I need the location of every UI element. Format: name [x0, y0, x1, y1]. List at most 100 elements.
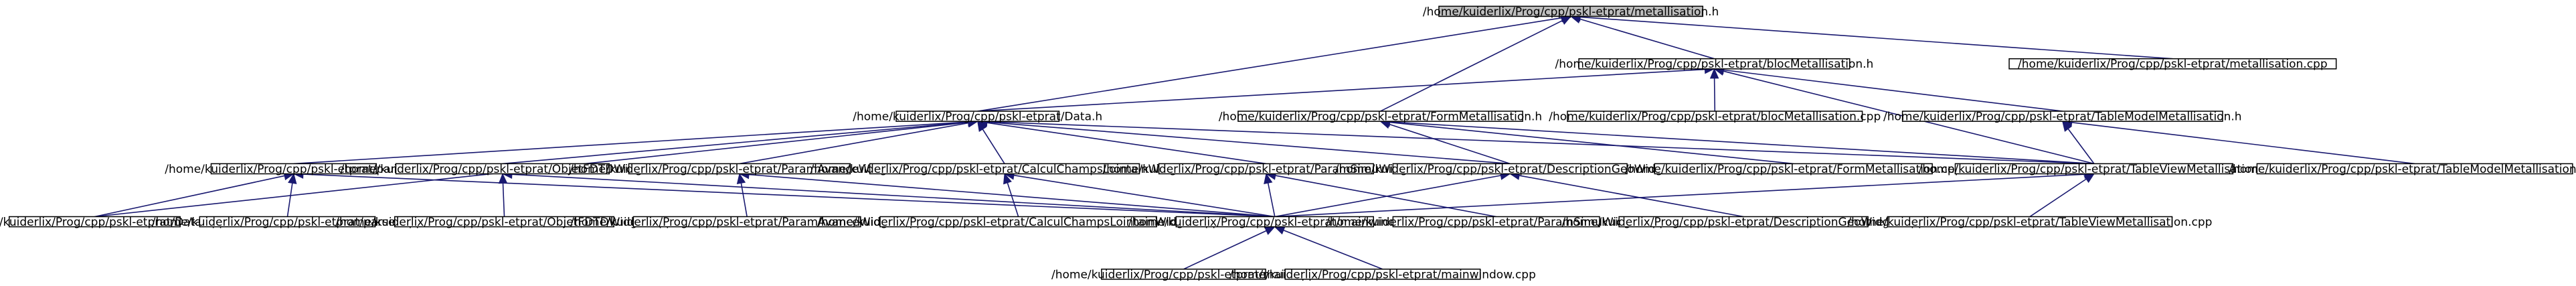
- node-parser_h[interactable]: /home/kuiderlix/Prog/cpp/pskl-etprat/par…: [165, 163, 422, 176]
- edge-ParamAvanceWidget_h-to-Data_h: [739, 122, 969, 165]
- node-label: /home/kuiderlix/Prog/cpp/pskl-etprat/Des…: [1562, 216, 1925, 229]
- node-label: /home/kuiderlix/Prog/cpp/pskl-etprat/Des…: [1335, 163, 1685, 176]
- node-TableModelMetallisation_h[interactable]: /home/kuiderlix/Prog/cpp/pskl-etprat/Tab…: [1883, 111, 2242, 124]
- node-main_cpp[interactable]: /home/kuiderlix/Prog/cpp/pskl-etprat/mai…: [1051, 268, 1316, 281]
- edge-TableModelMetallisation_cpp-to-TableModelMetallisation_h: [2071, 122, 2415, 165]
- node-label: /home/kuiderlix/Prog/cpp/pskl-etprat/Par…: [1102, 163, 1430, 176]
- edge-parser_h-to-Data_h: [293, 121, 968, 165]
- node-box: [210, 163, 377, 175]
- node-label: /home/kuiderlix/Prog/cpp/pskl-etprat/Tab…: [1918, 163, 2269, 176]
- node-label: /home/kuiderlix/Prog/cpp/pskl-etprat/Dat…: [853, 111, 1102, 124]
- node-box: [879, 216, 1157, 228]
- edge-TableModelMetallisation_h-to-blocMetallisation_h: [1723, 69, 2063, 112]
- edge-mainwindow_h-to-CalculChampsLointainWidget_h: [1013, 174, 1275, 218]
- node-label: /home/kuiderlix/Prog/cpp/pskl-etprat/Cal…: [817, 216, 1219, 229]
- node-label: /home/kuiderlix/Prog/cpp/pskl-etprat/mai…: [1229, 268, 1536, 281]
- node-label: /home/kuiderlix/Prog/cpp/pskl-etprat/met…: [1423, 5, 1719, 19]
- arrowhead-CalculChampsLointainWidget_cpp-to-CalculChampsLointainWidget_h: [1003, 173, 1012, 185]
- arrowhead-parser_cpp-to-parser_h: [288, 173, 297, 184]
- node-label: /home/kuiderlix/Prog/cpp/pskl-etprat/Cal…: [810, 163, 1199, 176]
- edge-blocMetallisation_h-to-metallisation_h: [1579, 18, 1715, 60]
- node-label: /home/kuiderlix/Prog/cpp/pskl-etprat/par…: [152, 216, 423, 229]
- node-blocMetallisation_cpp[interactable]: /home/kuiderlix/Prog/cpp/pskl-etprat/blo…: [1549, 111, 1881, 124]
- node-ObjetFDTDWidget_h[interactable]: /home/kuiderlix/Prog/cpp/pskl-etprat/Obj…: [341, 163, 665, 176]
- edge-DescriptionGeoWidget_h-to-Data_h: [986, 121, 1511, 165]
- node-box: [2256, 163, 2573, 175]
- edge-FormMetallisation_cpp-to-FormMetallisation_h: [1389, 121, 1794, 165]
- arrowhead-blocMetallisation_cpp-to-blocMetallisation_h: [1709, 68, 1719, 79]
- node-label: /home/kuiderlix/Prog/cpp/pskl-etprat/Par…: [570, 163, 910, 176]
- node-label: /home/kuiderlix/Prog/cpp/pskl-etprat/For…: [1219, 111, 1542, 124]
- arrowhead-TableViewMetallisation_cpp-to-TableViewMetallisation_h: [2083, 173, 2095, 184]
- node-mainwindow_h[interactable]: /home/kuiderlix/Prog/cpp/pskl-etprat/mai…: [1128, 216, 1422, 229]
- node-metallisation_h: /home/kuiderlix/Prog/cpp/pskl-etprat/met…: [1423, 5, 1719, 19]
- node-box: [1392, 216, 1600, 228]
- node-label: /home/kuiderlix/Prog/cpp/pskl-etprat/For…: [1625, 163, 1962, 176]
- node-label: /home/kuiderlix/Prog/cpp/pskl-etprat/Tab…: [1883, 111, 2242, 124]
- edge-ObjetFDTDWidget_cpp-to-ObjetFDTDWidget_h: [502, 183, 505, 217]
- node-box: [1954, 163, 2234, 175]
- node-label: /home/kuiderlix/Prog/cpp/pskl-etprat/met…: [2018, 58, 2328, 71]
- edge-mainwindow_h-to-ParamSimuWidget_h: [1267, 183, 1276, 217]
- node-ParamAvanceWidget_cpp[interactable]: /home/kuiderlix/Prog/cpp/pskl-etprat/Par…: [570, 216, 924, 229]
- node-label: /home/kuiderlix/Prog/cpp/pskl-etprat/Tab…: [1847, 216, 2212, 229]
- node-box: [1901, 111, 2223, 122]
- edges-layer: [94, 12, 2415, 270]
- arrowhead-ObjetFDTDWidget_cpp-to-ObjetFDTDWidget_h: [498, 173, 508, 184]
- node-metallisation_cpp[interactable]: /home/kuiderlix/Prog/cpp/pskl-etprat/met…: [2008, 58, 2337, 71]
- node-box: [1284, 269, 1481, 280]
- edge-Data_h-to-metallisation_h: [977, 17, 1562, 112]
- edge-DescriptionGeoWidget_h-to-FormMetallisation_h: [1389, 123, 1511, 165]
- node-box: [1578, 58, 1851, 70]
- node-FormMetallisation_cpp[interactable]: /home/kuiderlix/Prog/cpp/pskl-etprat/For…: [1625, 163, 1962, 176]
- node-ObjetFDTDWidget_cpp[interactable]: /home/kuiderlix/Prog/cpp/pskl-etprat/Obj…: [335, 216, 673, 229]
- node-label: /home/kuiderlix/Prog/cpp/pskl-etprat/Par…: [1326, 216, 1666, 229]
- node-box: [1101, 269, 1266, 280]
- node-CalculChampsLointainWidget_cpp[interactable]: /home/kuiderlix/Prog/cpp/pskl-etprat/Cal…: [817, 216, 1219, 229]
- node-Data_h[interactable]: /home/kuiderlix/Prog/cpp/pskl-etprat/Dat…: [853, 111, 1102, 124]
- node-label: /home/kuiderlix/Prog/cpp/pskl-etprat/blo…: [1549, 111, 1881, 124]
- node-DescriptionGeoWidget_h[interactable]: /home/kuiderlix/Prog/cpp/pskl-etprat/Des…: [1335, 163, 1685, 176]
- node-TableViewMetallisation_h[interactable]: /home/kuiderlix/Prog/cpp/pskl-etprat/Tab…: [1918, 163, 2269, 176]
- edge-mainwindow_h-to-TableViewMetallisation_h: [1274, 173, 2085, 218]
- node-box: [1654, 163, 1933, 175]
- edge-mainwindow_h-to-parser_h: [303, 173, 1275, 218]
- node-box: [1175, 216, 1374, 228]
- edge-mainwindow_h-to-DescriptionGeoWidget_h: [1274, 175, 1501, 218]
- edge-ParamSimuWidget_h-to-Data_h: [986, 122, 1267, 165]
- edge-TableViewMetallisation_h-to-FormMetallisation_h: [1389, 121, 2094, 165]
- edge-CalculChampsLointainWidget_h-to-Data_h: [982, 129, 1005, 164]
- node-label: /home/kuiderlix/Prog/cpp/pskl-etprat/Tab…: [2229, 163, 2576, 176]
- edge-FormMetallisation_h-to-metallisation_h: [1380, 19, 1563, 112]
- node-CalculChampsLointainWidget_h[interactable]: /home/kuiderlix/Prog/cpp/pskl-etprat/Cal…: [810, 163, 1199, 176]
- edge-Data_h-to-blocMetallisation_h: [977, 68, 1705, 112]
- node-label: /home/kuiderlix/Prog/cpp/pskl-etprat/Obj…: [341, 163, 665, 176]
- node-label: /home/kuiderlix/Prog/cpp/pskl-etprat/mai…: [1128, 216, 1422, 229]
- node-box: [895, 111, 1060, 122]
- node-mainwindow_cpp[interactable]: /home/kuiderlix/Prog/cpp/pskl-etprat/mai…: [1229, 268, 1536, 281]
- edge-TableViewMetallisation_h-to-TableModelMetallisation_h: [2067, 128, 2095, 164]
- edge-mainwindow_h-to-ObjetFDTDWidget_h: [511, 173, 1275, 218]
- edge-ParamAvanceWidget_cpp-to-ParamAvanceWidget_h: [740, 183, 748, 217]
- edge-TableViewMetallisation_h-to-Data_h: [986, 121, 2094, 165]
- edge-DescriptionGeoWidget_cpp-to-DescriptionGeoWidget_h: [1519, 175, 1744, 218]
- node-ParamAvanceWidget_h[interactable]: /home/kuiderlix/Prog/cpp/pskl-etprat/Par…: [570, 163, 910, 176]
- nodes-layer: /home/kuiderlix/Prog/cpp/pskl-etprat/met…: [0, 5, 2576, 281]
- node-box: [1158, 163, 1374, 175]
- node-label: /home/kuiderlix/Prog/cpp/pskl-etprat/mai…: [1051, 268, 1316, 281]
- node-label: /home/kuiderlix/Prog/cpp/pskl-etprat/Obj…: [335, 216, 673, 229]
- node-parser_cpp[interactable]: /home/kuiderlix/Prog/cpp/pskl-etprat/par…: [152, 216, 423, 229]
- node-label: /home/kuiderlix/Prog/cpp/pskl-etprat/Dat…: [0, 216, 226, 229]
- node-DescriptionGeoWidget_cpp[interactable]: /home/kuiderlix/Prog/cpp/pskl-etprat/Des…: [1562, 216, 1925, 229]
- node-ParamSimuWidget_cpp[interactable]: /home/kuiderlix/Prog/cpp/pskl-etprat/Par…: [1326, 216, 1666, 229]
- node-TableViewMetallisation_cpp[interactable]: /home/kuiderlix/Prog/cpp/pskl-etprat/Tab…: [1847, 216, 2212, 229]
- node-TableModelMetallisation_cpp[interactable]: /home/kuiderlix/Prog/cpp/pskl-etprat/Tab…: [2229, 163, 2576, 176]
- node-blocMetallisation_h[interactable]: /home/kuiderlix/Prog/cpp/pskl-etprat/blo…: [1555, 58, 1874, 71]
- edge-main_cpp-to-mainwindow_h: [1183, 230, 1267, 270]
- node-label: /home/kuiderlix/Prog/cpp/pskl-etprat/Par…: [570, 216, 924, 229]
- node-FormMetallisation_h[interactable]: /home/kuiderlix/Prog/cpp/pskl-etprat/For…: [1219, 111, 1542, 124]
- node-ParamSimuWidget_h[interactable]: /home/kuiderlix/Prog/cpp/pskl-etprat/Par…: [1102, 163, 1430, 176]
- node-box: [199, 216, 376, 228]
- node-Data_cpp[interactable]: /home/kuiderlix/Prog/cpp/pskl-etprat/Dat…: [0, 216, 226, 229]
